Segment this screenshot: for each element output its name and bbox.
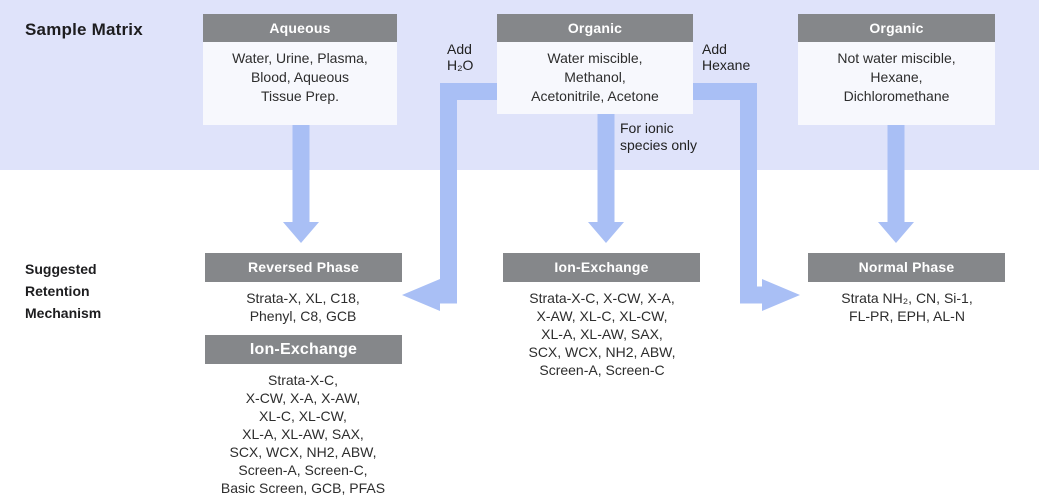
ion-exchange-mid-list: Strata-X-C, X-CW, X-A, X-AW, XL-C, XL-CW… (528, 290, 676, 378)
box-organic-immiscible: Organic Not water miscible, Hexane, Dich… (798, 14, 995, 125)
ion-exchange-left-header: Ion-Exchange (205, 335, 402, 364)
reversed-phase-list: Strata-X, XL, C18, Phenyl, C8, GCB (246, 290, 360, 324)
ion-exchange-mid-header: Ion-Exchange (503, 253, 700, 282)
box-organic-miscible-body: Water miscible, Methanol, Acetonitrile, … (497, 42, 693, 114)
box-aqueous-title: Aqueous (203, 14, 397, 42)
normal-phase-header: Normal Phase (808, 253, 1005, 282)
box-organic-miscible: Organic Water miscible, Methanol, Aceton… (497, 14, 693, 114)
retention-mechanism-label: Suggested Retention Mechanism (25, 261, 102, 321)
box-organic-miscible-title: Organic (497, 14, 693, 42)
box-aqueous-body: Water, Urine, Plasma, Blood, Aqueous Tis… (203, 42, 397, 125)
sample-matrix-label: Sample Matrix (25, 20, 143, 39)
box-aqueous: Aqueous Water, Urine, Plasma, Blood, Aqu… (203, 14, 397, 125)
box-organic-immiscible-body: Not water miscible, Hexane, Dichlorometh… (798, 42, 995, 125)
for-ionic-species-label: For ionic species only (620, 120, 698, 153)
add-hexane-label: Add Hexane (702, 41, 751, 73)
ion-exchange-left-list: Strata-X-C, X-CW, X-A, X-AW, XL-C, XL-CW… (220, 372, 386, 496)
reversed-phase-header: Reversed Phase (205, 253, 402, 282)
normal-phase-list: Strata NH₂, CN, Si-1, FL-PR, EPH, AL-N (841, 290, 973, 324)
add-h2o-label: Add H₂O (447, 41, 474, 73)
box-organic-immiscible-title: Organic (798, 14, 995, 42)
